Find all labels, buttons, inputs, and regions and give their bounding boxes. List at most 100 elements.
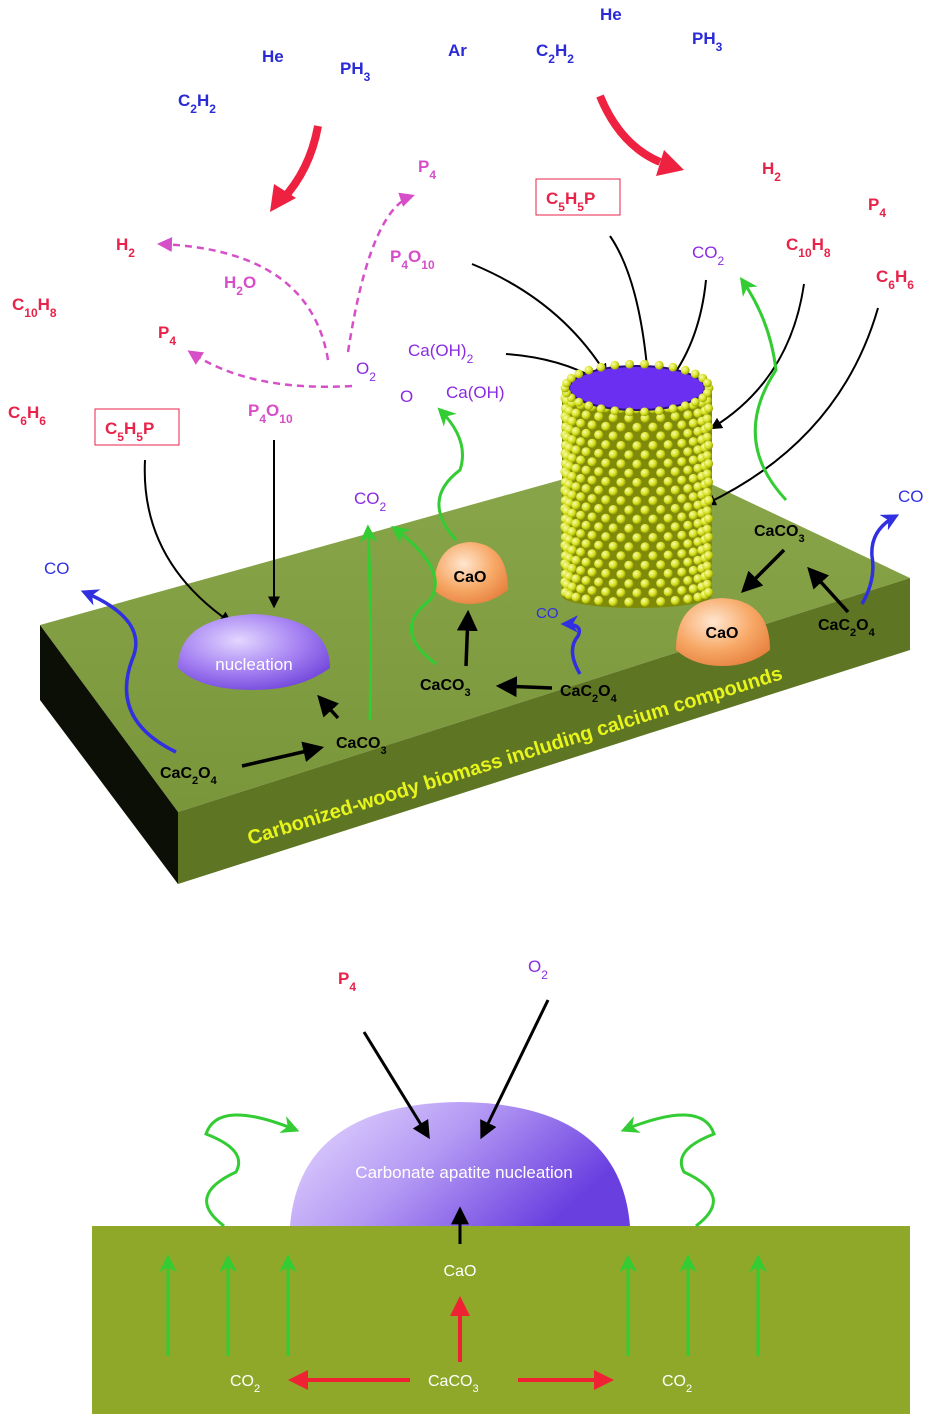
nanotube-atom <box>587 420 597 430</box>
gas-flow-arrowhead-right <box>656 150 684 176</box>
nanotube-atom <box>670 522 680 532</box>
nanotube-atom <box>601 550 611 560</box>
nanotube-rim-atom <box>698 393 708 403</box>
co2-up-arrows <box>159 1254 767 1356</box>
blue-arrow-co-left <box>80 589 177 754</box>
gas-c2h2-right: C2H2 <box>536 41 574 66</box>
nanotube-atom <box>693 592 703 602</box>
nanotube-atom <box>648 514 658 524</box>
nanotube-atom <box>616 588 626 598</box>
nanotube-atom <box>587 567 597 577</box>
nanotube-atom <box>677 420 687 430</box>
nanotube-atom <box>688 529 698 539</box>
biomass-slab <box>92 1226 910 1414</box>
nanotube-atom <box>594 577 604 587</box>
nanotube-atom <box>608 523 618 533</box>
nanotube-atom <box>576 584 586 594</box>
nanotube-atom <box>683 428 693 438</box>
nanotube-atom <box>683 539 693 549</box>
nanotube-atom <box>663 476 673 487</box>
bottom-o2: O2 <box>528 957 548 982</box>
nanotube-atom <box>648 569 658 579</box>
nanotube-atom <box>576 418 586 428</box>
co-right: CO <box>898 487 924 506</box>
bottom-co2-right: CO2 <box>662 1373 692 1395</box>
nanotube-atom <box>663 568 673 579</box>
nanotube-atom <box>567 416 577 426</box>
nanotube-atom <box>632 478 642 488</box>
product-c6h6-right: C6H6 <box>876 267 914 292</box>
arrow-c5h5p-to-nucleation <box>143 459 232 624</box>
nanotube-atom <box>608 541 618 552</box>
nanotube-atom <box>663 587 673 597</box>
green-arrow-from-cao <box>437 407 464 542</box>
product-h2-right: H2 <box>762 159 781 184</box>
bottom-caco3: CaCO3 <box>428 1373 479 1395</box>
nanotube-atom <box>581 428 591 438</box>
nanotube-atom <box>632 459 642 469</box>
nucleation-detail: Carbonate apatite nucleation P4 O2 CaO C… <box>92 957 910 1414</box>
nanotube-atom <box>663 440 673 450</box>
nanotube-atom <box>656 505 666 515</box>
nanotube-atom <box>703 514 714 524</box>
nanotube-atom <box>571 445 581 455</box>
nanotube-atom <box>632 441 642 451</box>
nanotube-atom <box>677 586 687 596</box>
nanotube-atom <box>576 529 586 539</box>
nanotube-atom <box>564 590 574 600</box>
nanotube-atom <box>703 495 714 505</box>
nanotube-atom <box>624 450 634 460</box>
product-c10h8-left: C10H8 <box>12 295 57 320</box>
green-wave-right <box>620 1113 716 1228</box>
nanotube-atom <box>587 457 597 467</box>
co-left: CO <box>44 559 70 578</box>
nanotube-atom <box>703 477 714 487</box>
nanotube-atom <box>670 559 680 569</box>
nanotube-atom <box>601 568 611 579</box>
cao-label-right: CaO <box>706 625 739 642</box>
nanotube-atom <box>616 477 626 487</box>
nanotube-rim-atom <box>584 401 594 411</box>
nanotube-atom <box>616 440 626 451</box>
nanotube-atom <box>648 588 658 598</box>
nanotube-atom <box>608 449 618 459</box>
nanotube-rim-atom <box>596 362 606 372</box>
nanotube-atom <box>703 587 714 598</box>
nanotube-atom <box>567 471 577 481</box>
nanotube-atom <box>693 574 703 584</box>
nanotube-atom <box>693 445 703 455</box>
nanotube-atom <box>703 459 714 469</box>
nanotube-atom <box>670 595 680 606</box>
nanotube-atom <box>594 559 604 569</box>
carbon-nanotube <box>560 359 714 608</box>
nanotube-atom <box>608 597 618 607</box>
side-p4-top: P4 <box>418 157 436 182</box>
nanotube-rim-atom <box>668 404 678 414</box>
bottom-p4: P4 <box>338 969 356 994</box>
nanotube-atom <box>640 579 650 589</box>
cao-label-center: CaO <box>454 569 487 586</box>
nanotube-atom <box>601 495 611 505</box>
nanotube-atom <box>688 473 698 484</box>
nanotube-atom <box>677 457 687 467</box>
nanotube-atom <box>693 500 703 510</box>
nanotube-atom <box>576 565 586 576</box>
nanotube-atom <box>567 435 577 445</box>
nanotube-atom <box>677 438 687 448</box>
nanotube-rim-atom <box>566 373 576 383</box>
arrow-cac2o4-to-caco3-center <box>495 676 553 698</box>
nanotube-atom <box>571 463 581 473</box>
nanotube-atom <box>571 555 581 565</box>
nanotube-atom <box>624 487 634 497</box>
nanotube-atom <box>648 551 658 561</box>
nanotube-rim-atom <box>574 369 584 379</box>
nanotube-atom <box>594 411 604 422</box>
nanotube-atom <box>648 440 658 451</box>
side-reaction-arrows <box>157 192 415 389</box>
nanotube-atom <box>648 459 658 469</box>
nucleation-dome <box>178 614 330 690</box>
nanotube-atom <box>663 513 673 523</box>
oxide-caoh: Ca(OH) <box>446 383 505 402</box>
